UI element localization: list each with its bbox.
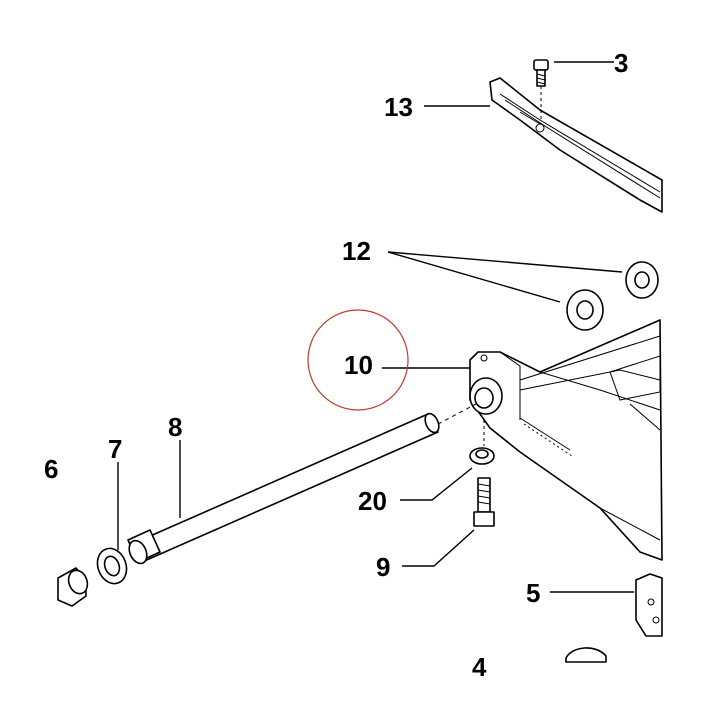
- callout-4: 4: [472, 652, 487, 682]
- part-12-washers: [566, 261, 659, 331]
- callout-8: 8: [168, 412, 182, 442]
- callout-20: 20: [358, 486, 387, 516]
- part-5-plate: [635, 573, 663, 637]
- callout-13: 13: [384, 92, 413, 122]
- callout-5: 5: [526, 578, 540, 608]
- part-4-fragment: [565, 647, 607, 663]
- callout-10: 10: [344, 350, 373, 380]
- callout-9: 9: [376, 552, 390, 582]
- callout-7: 7: [108, 434, 122, 464]
- part-7-ring: [96, 547, 128, 585]
- callout-12: 12: [342, 236, 371, 266]
- part-3-screw: [533, 59, 549, 120]
- part-9-bolt: [473, 477, 495, 527]
- leader-lines: [117, 61, 634, 593]
- part-6-cap: [57, 567, 89, 607]
- part-8-shaft: [127, 412, 440, 565]
- callout-6: 6: [44, 454, 58, 484]
- highlight-circle: [307, 309, 409, 411]
- callout-3: 3: [614, 48, 628, 78]
- pivot-bushing: [469, 377, 503, 415]
- part-13-rail: [489, 77, 663, 213]
- part-20-washer: [469, 420, 495, 465]
- swing-arm-body: [469, 319, 663, 561]
- axis-line: [437, 403, 477, 425]
